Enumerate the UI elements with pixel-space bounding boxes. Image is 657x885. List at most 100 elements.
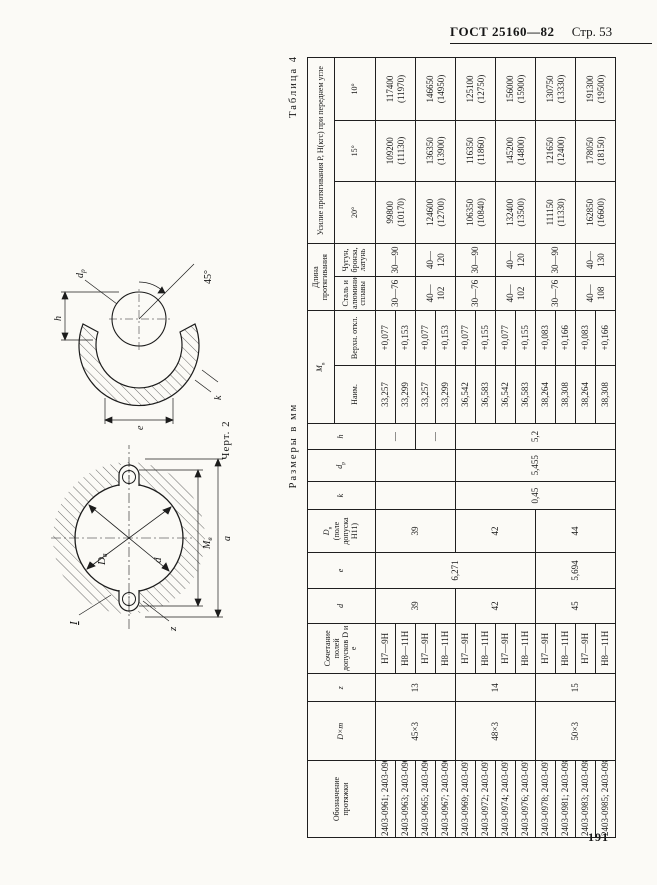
h-dimension — [61, 291, 119, 341]
cell-len-iron: 30—90 — [535, 243, 576, 277]
cell-fit: Н7—9Н — [375, 623, 396, 674]
sheet-page-label: Стр. 53 — [571, 24, 613, 39]
table-caption: Таблица 4 — [288, 55, 299, 118]
cell-dp: 5,455 — [455, 449, 616, 482]
cell-mv-min: 36,542 — [455, 365, 476, 424]
cell-h: 5,2 — [455, 423, 616, 450]
dp-leader — [84, 279, 118, 305]
col-header-len-iron: Чугун, бронза, латунь — [334, 243, 376, 277]
cell-force-20: 106350(10840) — [455, 181, 496, 244]
col-header-mv-min: Наим. — [334, 365, 376, 424]
group-header-length: Длина протягивания — [307, 243, 335, 311]
k-label: k — [213, 395, 224, 400]
cell-force-20: 124600(12700) — [415, 181, 456, 244]
cell-force-15: 136350(13900) — [415, 120, 456, 182]
cell-force-10: 156000(15900) — [495, 57, 536, 121]
cell-len-iron: 40—130 — [575, 243, 616, 277]
cell-force-10: 130750(13330) — [535, 57, 576, 121]
cell-mv-min: 33,299 — [395, 365, 416, 424]
cell-force-10: 146650(14950) — [415, 57, 456, 121]
cell-len-iron: 30—90 — [455, 243, 496, 277]
keyway-detail-drawing: h dр е k — [53, 263, 224, 430]
cell-force-20: 162850(16600) — [575, 181, 616, 244]
cell-dv: 42 — [455, 509, 536, 553]
dp-label: dр — [75, 269, 87, 278]
col-header-z: z — [307, 673, 376, 702]
cell-mv-upper: +0,153 — [395, 310, 416, 366]
figure-caption: Черт. 2 — [220, 420, 232, 460]
cell-fit: Н7—9Н — [455, 623, 476, 674]
col-header-angle-10: 10° — [334, 57, 376, 121]
cell-mv-min: 38,264 — [535, 365, 556, 424]
cell-mv-upper: +0,166 — [595, 310, 616, 366]
teeth-leader — [142, 600, 170, 622]
cell-d: 42 — [455, 588, 536, 624]
units-label: Размеры в мм — [288, 402, 299, 489]
tooth-profile — [78, 323, 200, 407]
spline-hole-section-drawing: Dв d Мв a — [51, 445, 232, 632]
page-number: 191 — [588, 830, 609, 844]
cell-d: 39 — [375, 588, 456, 624]
cell-designation: 2403-0972; 2403-0973 — [475, 760, 496, 838]
cell-designation: 2403-0983; 2403-0984 — [575, 760, 596, 838]
cell-mv-min: 33,257 — [375, 365, 396, 424]
group-header-mv: Мв — [307, 310, 335, 424]
cell-dv: 39 — [375, 509, 456, 553]
cell-fit: Н8—11Н — [595, 623, 616, 674]
cell-force-15: 178050(18150) — [575, 120, 616, 182]
cell-h: — — [415, 423, 456, 450]
cell-mv-min: 33,299 — [435, 365, 456, 424]
col-header-e: е — [307, 552, 376, 589]
cell-z: 14 — [455, 673, 536, 702]
cell-fit: Н8—11Н — [555, 623, 576, 674]
cell-fit: Н8—11Н — [395, 623, 416, 674]
inner-diameter-dimension — [88, 504, 170, 572]
cell-designation: 2403-0963; 2403-0964 — [395, 760, 416, 838]
cell-force-10: 125100(12750) — [455, 57, 496, 121]
cell-mv-upper: +0,077 — [375, 310, 396, 366]
detail-leader — [78, 594, 112, 616]
table-caption-row: Размеры в мм Таблица 4 — [288, 53, 307, 838]
cell-e: 6,271 — [375, 552, 536, 589]
teeth-count-label: z — [167, 626, 179, 632]
cell-mv-upper: +0,077 — [455, 310, 476, 366]
table-block: Размеры в мм Таблица 4 Обозначение протя… — [288, 53, 618, 838]
cell-mv-upper: +0,077 — [415, 310, 436, 366]
cell-mv-upper: +0,155 — [515, 310, 536, 366]
a-label: a — [222, 536, 232, 541]
cell-len-steel: 30—76 — [535, 276, 576, 311]
cell-mv-min: 36,542 — [495, 365, 516, 424]
cell-designation: 2403-0976; 2403-0977 — [515, 760, 536, 838]
cell-force-20: 99800(10170) — [375, 181, 416, 244]
cell-mv-min: 36,583 — [515, 365, 536, 424]
cell-e: 5,694 — [535, 552, 616, 589]
angle-label: 45° — [203, 270, 214, 284]
cell-len-steel: 30—76 — [455, 276, 496, 311]
cell-designation: 2403-0965; 2403-0966 — [415, 760, 436, 838]
col-header-k: k — [307, 481, 376, 510]
cell-designation: 2403-0974; 2403-0975 — [495, 760, 516, 838]
cell-len-steel: 40—108 — [575, 276, 616, 311]
cell-force-10: 117400(11970) — [375, 57, 416, 121]
cell-designation: 2403-0981; 2403-0982 — [555, 760, 576, 838]
standard-number: ГОСТ 25160—82 — [450, 24, 555, 39]
table-row: 2403-0969; 2403-0971 48×3 14 Н7—9Н 42 42… — [455, 57, 616, 838]
figure-block: Dв d Мв a — [45, 243, 232, 637]
cell-designation: 2403-0985; 2403-0986 — [595, 760, 616, 838]
cell-len-steel: 30—76 — [375, 276, 416, 311]
cell-dxm: 48×3 — [455, 701, 536, 761]
col-header-h: h — [307, 423, 376, 450]
cell-mv-min: 38,308 — [595, 365, 616, 424]
cell-designation: 2403-0961; 2403-0962 — [375, 760, 396, 838]
cell-fit: Н7—9Н — [575, 623, 596, 674]
cell-designation: 2403-0978; 2403-0979 — [535, 760, 556, 838]
h-label: h — [53, 316, 64, 321]
cell-mv-min: 38,308 — [555, 365, 576, 424]
cell-designation: 2403-0969; 2403-0971 — [455, 760, 476, 838]
cell-mv-upper: +0,166 — [555, 310, 576, 366]
cell-mv-upper: +0,155 — [475, 310, 496, 366]
col-header-fit: Сочетание полей допусков D и е — [307, 623, 376, 674]
detail-ref-label: I — [68, 620, 80, 626]
cell-designation: 2403-0967; 2403-0968 — [435, 760, 456, 838]
cell-z: 13 — [375, 673, 456, 702]
